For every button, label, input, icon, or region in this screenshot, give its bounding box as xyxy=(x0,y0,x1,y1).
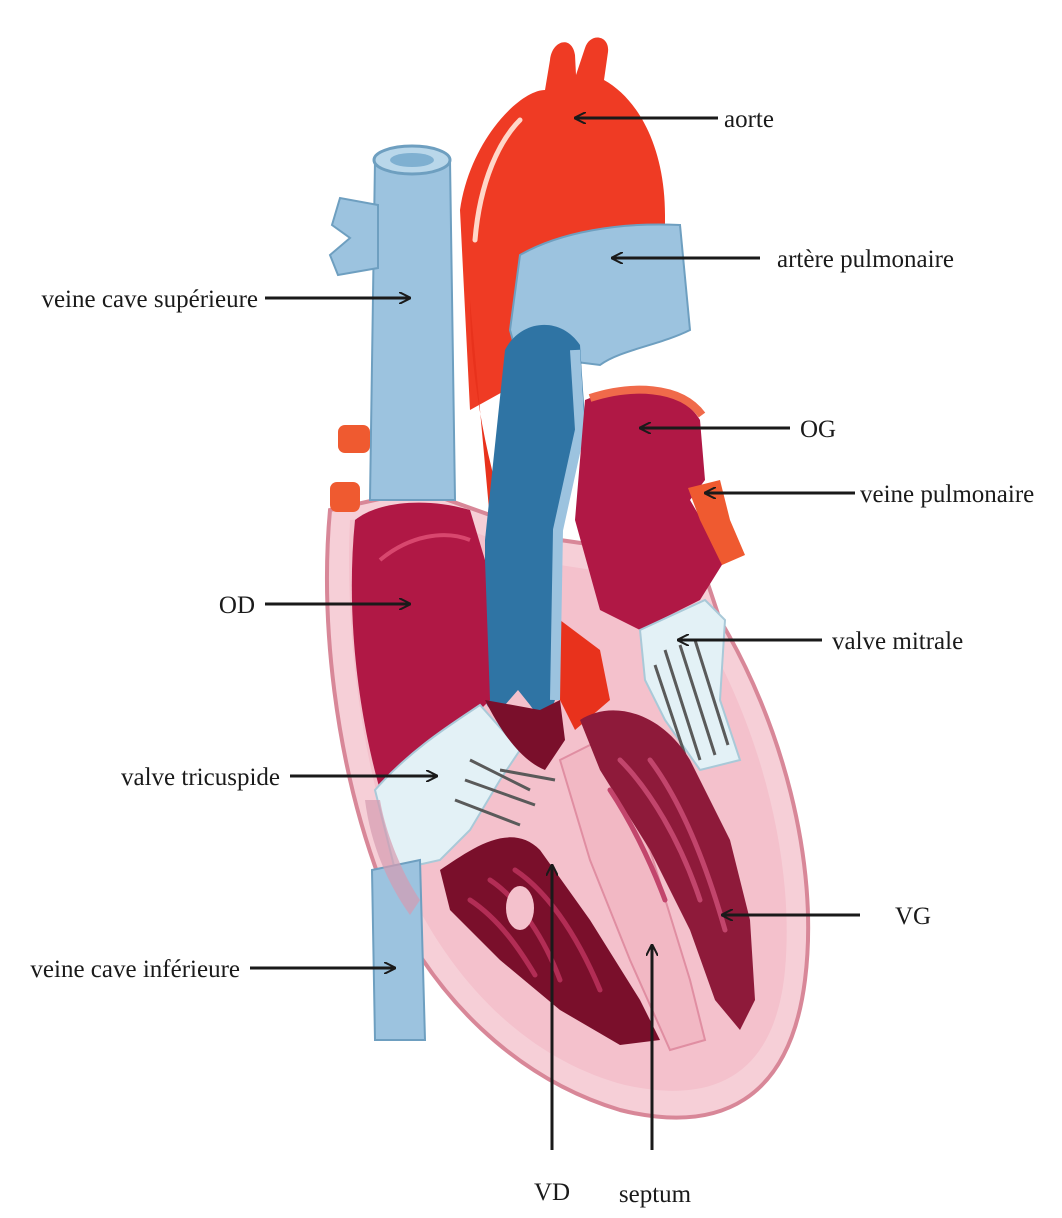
papillary-muscle-rv xyxy=(506,886,534,930)
heart-illustration xyxy=(327,37,808,1117)
label-septum: septum xyxy=(619,1181,692,1208)
label-aorte: aorte xyxy=(724,106,774,133)
label-veine-cave-superieure: veine cave supérieure xyxy=(41,286,258,313)
label-veine-cave-inferieure: veine cave inférieure xyxy=(30,956,240,983)
right-pulmonary-vein-1 xyxy=(338,425,370,453)
label-valve-tricuspide: valve tricuspide xyxy=(121,764,280,791)
label-vd: VD xyxy=(534,1179,570,1206)
label-artere-pulmonaire: artère pulmonaire xyxy=(777,246,954,273)
right-pulmonary-vein-2 xyxy=(330,482,360,512)
label-vg: VG xyxy=(895,903,931,930)
label-veine-pulmonaire: veine pulmonaire xyxy=(860,481,1034,508)
label-valve-mitrale: valve mitrale xyxy=(832,628,963,655)
label-og: OG xyxy=(800,416,836,443)
svc-branch xyxy=(330,198,378,275)
superior-vena-cava xyxy=(370,160,455,500)
label-od: OD xyxy=(219,592,255,619)
